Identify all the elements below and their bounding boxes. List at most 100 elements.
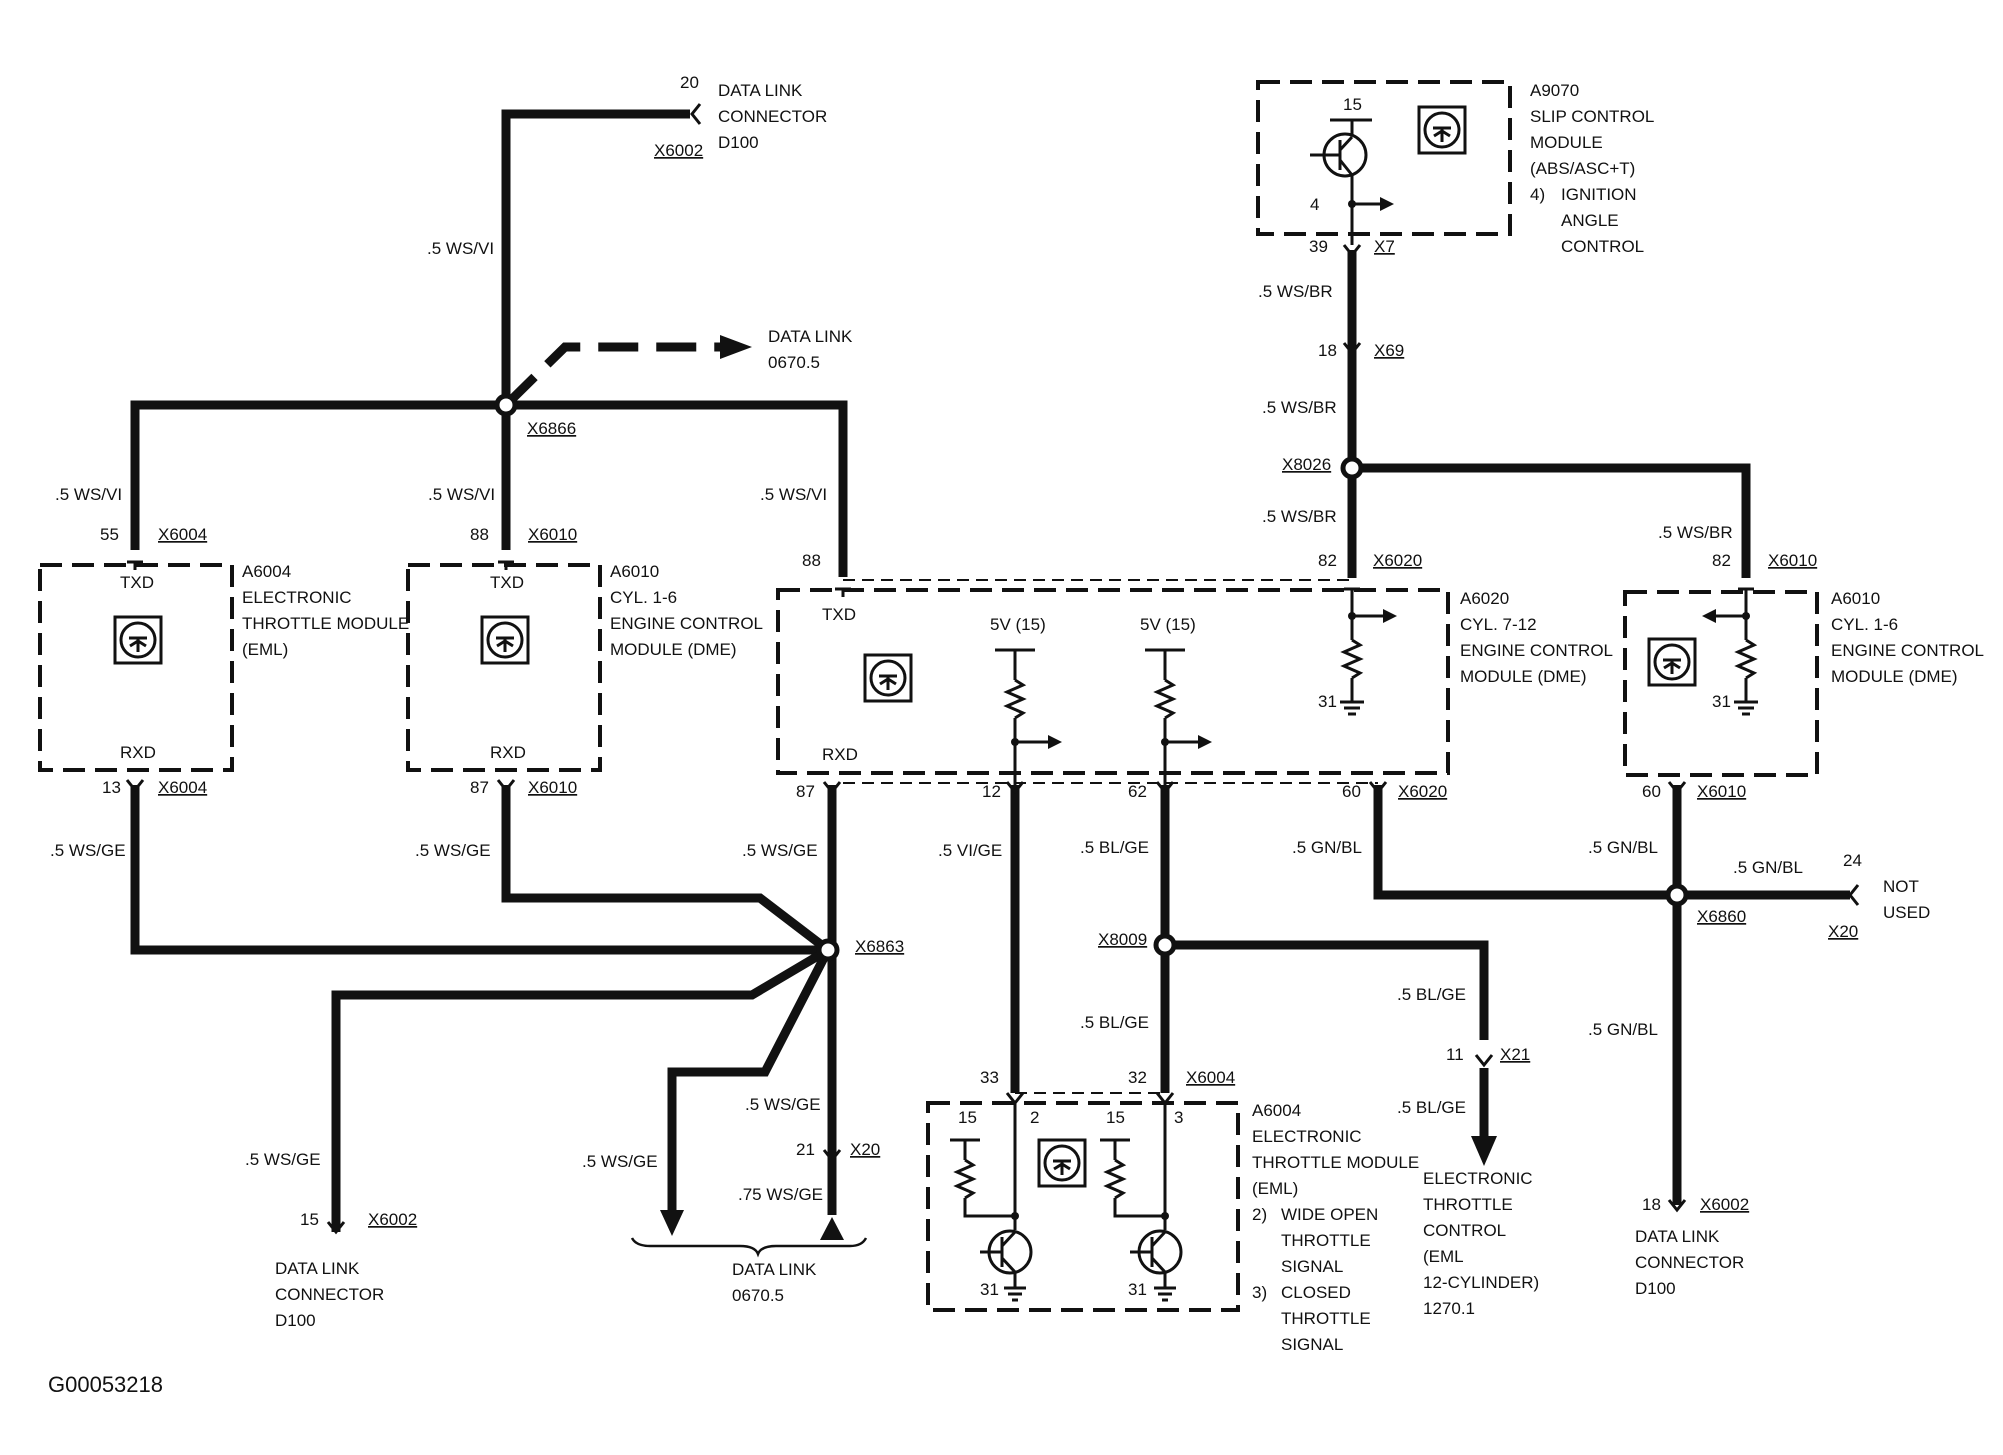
svg-text:A6004: A6004 [1252, 1101, 1301, 1120]
fork-x69 [1342, 342, 1362, 356]
svg-text:THROTTLE: THROTTLE [1281, 1309, 1371, 1328]
pin-number: 33 [980, 1068, 999, 1087]
pin-number: 88 [802, 551, 821, 570]
svg-text:THROTTLE MODULE: THROTTLE MODULE [242, 614, 409, 633]
control-unit-icon [1417, 105, 1467, 155]
svg-text:ELECTRONIC: ELECTRONIC [1252, 1127, 1362, 1146]
svg-text:12-CYLINDER): 12-CYLINDER) [1423, 1273, 1539, 1292]
wire-label: .5 GN/BL [1292, 838, 1362, 857]
wire-label: .5 GN/BL [1588, 1020, 1658, 1039]
svg-text:CONTROL: CONTROL [1561, 237, 1644, 256]
svg-text:A6010: A6010 [1831, 589, 1880, 608]
pin-number: 21 [796, 1140, 815, 1159]
labels: .5 WS/VI .5 WS/VI .5 WS/VI .5 WS/VI .5 W… [48, 73, 1984, 1397]
svg-text:NOT: NOT [1883, 877, 1919, 896]
connector-id: X20 [850, 1140, 880, 1159]
svg-text:CYL. 7-12: CYL. 7-12 [1460, 615, 1537, 634]
splice-x6866 [494, 393, 518, 417]
svg-text:A6020: A6020 [1460, 589, 1509, 608]
connector-id: X6010 [1697, 782, 1746, 801]
control-unit-icon [1647, 637, 1697, 687]
pin-number: 31 [1318, 692, 1337, 711]
fork-x20 [822, 1149, 842, 1163]
svg-text:ELECTRONIC: ELECTRONIC [1423, 1169, 1533, 1188]
wire-label: .5 WS/BR [1262, 398, 1337, 417]
module-a6004-top-label: A6004 ELECTRONIC THROTTLE MODULE (EML) [242, 562, 409, 659]
wire-rx-datalink [667, 947, 832, 1210]
wire-bl-ge-branch [1165, 940, 1489, 1040]
resistor-pulldown-82 [1340, 597, 1397, 716]
svg-text:(ABS/ASC+T): (ABS/ASC+T) [1530, 159, 1635, 178]
pin-number: 11 [1446, 1045, 1464, 1064]
svg-text:(EML: (EML [1423, 1247, 1464, 1266]
bottom-forks [125, 779, 1687, 795]
wire-label: .5 WS/GE [742, 841, 818, 860]
connector-id: X8009 [1098, 930, 1147, 949]
wire-ws-br-branch [1352, 463, 1751, 578]
signal-label: TXD [822, 605, 856, 624]
svg-text:MODULE (DME): MODULE (DME) [610, 640, 737, 659]
svg-text:A6010: A6010 [610, 562, 659, 581]
control-unit-icons [113, 105, 1697, 1188]
svg-text:4): 4) [1530, 185, 1545, 204]
svg-text:(EML): (EML) [1252, 1179, 1298, 1198]
arrow-rx-datalink [660, 1210, 684, 1236]
svg-text:CONNECTOR: CONNECTOR [275, 1285, 384, 1304]
connector-id: X7 [1374, 237, 1395, 256]
pin-number: 15 [1106, 1108, 1125, 1127]
wire-label: .5 GN/BL [1733, 858, 1803, 877]
fork-x6002-left [326, 1221, 346, 1235]
splice-x8009 [1153, 933, 1177, 957]
control-unit-icon [863, 653, 913, 703]
svg-text:CONNECTOR: CONNECTOR [1635, 1253, 1744, 1272]
pin-number: 18 [1318, 341, 1337, 360]
svg-text:D100: D100 [1635, 1279, 1676, 1298]
fork-x6002-right [1667, 1199, 1687, 1213]
connector-id: X69 [1374, 341, 1404, 360]
label-datalink-bottom: DATA LINK 0670.5 [732, 1260, 817, 1305]
wire-label: .5 WS/VI [760, 485, 827, 504]
control-unit-icon [480, 615, 530, 665]
control-unit-icon [1037, 1138, 1087, 1188]
svg-text:CLOSED: CLOSED [1281, 1283, 1351, 1302]
svg-text:DATA LINK: DATA LINK [1635, 1227, 1720, 1246]
signal-label: 5V (15) [1140, 615, 1196, 634]
svg-text:DATA LINK: DATA LINK [768, 327, 853, 346]
splice-x6860 [1665, 883, 1689, 907]
svg-text:SIGNAL: SIGNAL [1281, 1257, 1343, 1276]
box-a6010-right [1623, 590, 1819, 777]
pin-number: 60 [1342, 782, 1361, 801]
wire-gn-bl-a6020 [1373, 785, 1850, 900]
wire-label: .5 VI/GE [938, 841, 1002, 860]
signal-label: TXD [490, 573, 524, 592]
module-a9070-label: A9070 SLIP CONTROL MODULE (ABS/ASC+T) 4)… [1530, 81, 1654, 256]
pin-number: 15 [1343, 95, 1362, 114]
svg-text:DATA LINK: DATA LINK [275, 1259, 360, 1278]
wire-label: .5 WS/BR [1258, 282, 1333, 301]
svg-text:IGNITION: IGNITION [1561, 185, 1637, 204]
pin-number: 3 [1174, 1108, 1183, 1127]
wire-label: .5 BL/GE [1080, 1013, 1149, 1032]
resistor-pulldown-a6010 [1702, 597, 1758, 716]
module-a6010-right-label: A6010 CYL. 1-6 ENGINE CONTROL MODULE (DM… [1831, 589, 1984, 686]
arrow-etc [1471, 1136, 1497, 1166]
connector-id: X6004 [158, 778, 207, 797]
wire-rx-d100 [331, 946, 831, 1232]
module-a6004-bottom-label: A6004 ELECTRONIC THROTTLE MODULE (EML) 2… [1252, 1101, 1419, 1354]
svg-text:THROTTLE: THROTTLE [1423, 1195, 1513, 1214]
signal-label: TXD [120, 573, 154, 592]
label-dlc-top: DATA LINK CONNECTOR D100 [718, 81, 827, 152]
arrow-datalink-top [720, 335, 752, 359]
pin-number: 15 [958, 1108, 977, 1127]
svg-text:CONTROL: CONTROL [1423, 1221, 1506, 1240]
diagram-id: G00053218 [48, 1372, 163, 1397]
fork-x6002-top [690, 103, 702, 125]
svg-text:ELECTRONIC: ELECTRONIC [242, 588, 352, 607]
wire-label: .5 WS/GE [245, 1150, 321, 1169]
module-a6010-left-label: A6010 CYL. 1-6 ENGINE CONTROL MODULE (DM… [610, 562, 763, 659]
svg-text:MODULE (DME): MODULE (DME) [1831, 667, 1958, 686]
signal-label: RXD [822, 745, 858, 764]
pin-number: 88 [470, 525, 489, 544]
resistor-pullup-12 [995, 648, 1062, 785]
